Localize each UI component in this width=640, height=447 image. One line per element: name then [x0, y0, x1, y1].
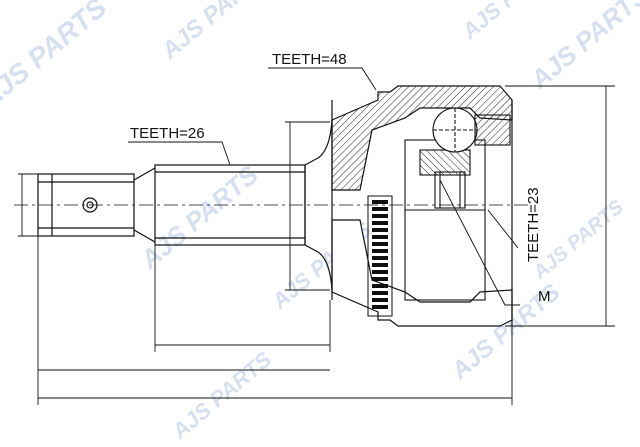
- leader-lines: [128, 67, 520, 306]
- watermark-text: AJS PARTS: [0, 0, 113, 115]
- teeth-outer-label: TEETH=48: [272, 51, 347, 68]
- teeth-inner-label: TEETH=23: [525, 187, 542, 262]
- abs-tooth: [372, 221, 388, 225]
- abs-tooth: [372, 270, 388, 274]
- abs-tooth: [372, 291, 388, 295]
- watermark-text: AJS PARTS: [528, 196, 628, 285]
- abs-tooth: [372, 228, 388, 232]
- watermark-text: AJS PARTS: [156, 0, 276, 65]
- abs-tooth: [372, 249, 388, 253]
- abs-tooth: [372, 305, 388, 309]
- watermark-text: AJS PARTS: [524, 0, 640, 95]
- abs-tooth: [372, 256, 388, 260]
- abs-tooth: [372, 242, 388, 246]
- dimension-lines: [18, 85, 615, 405]
- pin-hole-icon: [82, 197, 98, 213]
- teeth-shaft-label: TEETH=26: [130, 125, 205, 142]
- abs-tooth: [372, 200, 388, 204]
- abs-tooth: [372, 284, 388, 288]
- shaft-stub: [37, 167, 156, 243]
- inner-race: [404, 107, 511, 301]
- abs-tooth: [372, 277, 388, 281]
- abs-tone-ring: [367, 195, 393, 317]
- abs-tooth: [372, 298, 388, 302]
- abs-tooth: [372, 214, 388, 218]
- abs-tooth: [372, 207, 388, 211]
- abs-ring-outline: [367, 195, 393, 317]
- watermark-text: AJS PARTS: [134, 159, 264, 275]
- watermark-text: AJS PARTS: [456, 0, 566, 44]
- watermark-text: AJS PARTS: [166, 346, 276, 444]
- abs-tooth: [372, 263, 388, 267]
- thread-label: M: [538, 288, 551, 305]
- abs-tooth: [372, 235, 388, 239]
